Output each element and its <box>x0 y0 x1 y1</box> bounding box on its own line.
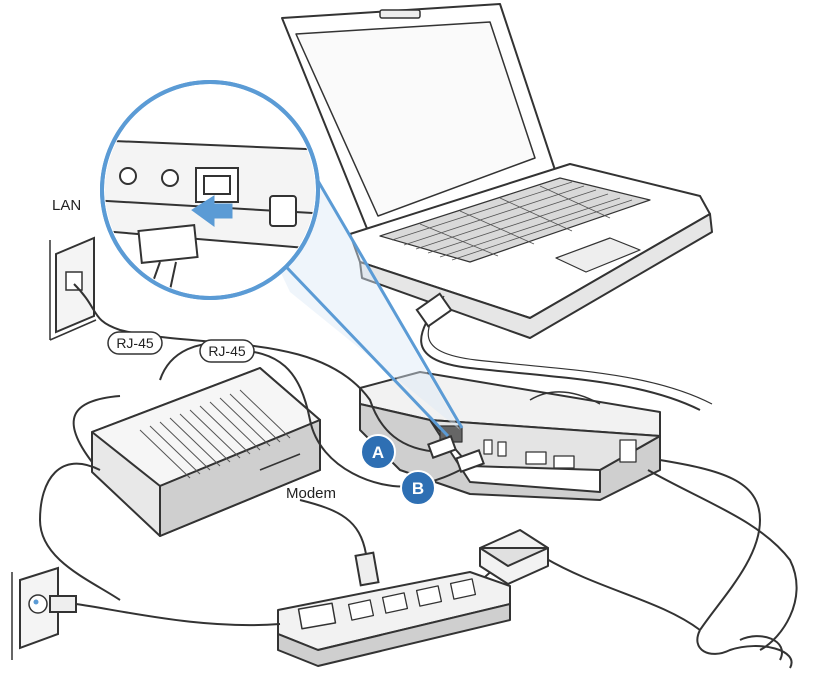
badge-a-text: A <box>372 443 384 462</box>
badge-a: A <box>360 434 396 470</box>
rj45-wall-label: RJ-45 <box>116 335 154 351</box>
rj45-modem-label: RJ-45 <box>208 343 246 359</box>
modem-icon <box>91 367 321 537</box>
rj45-modem-pill: RJ-45 <box>199 339 255 363</box>
modem-label: Modem <box>286 485 336 502</box>
wall-jack-icon <box>49 236 97 341</box>
rj45-wall-pill: RJ-45 <box>107 331 163 355</box>
ac-adapter-icon <box>479 529 549 585</box>
power-strip-icon <box>277 571 511 667</box>
badge-b: B <box>400 470 436 506</box>
badge-b-text: B <box>412 479 424 498</box>
zoom-callout <box>100 80 464 438</box>
lan-label: LAN <box>52 197 81 214</box>
wall-outlet-icon <box>11 566 59 660</box>
docking-station-icon <box>359 371 661 501</box>
network-cables <box>73 283 485 488</box>
cables <box>415 292 798 669</box>
power-cords <box>38 342 380 627</box>
